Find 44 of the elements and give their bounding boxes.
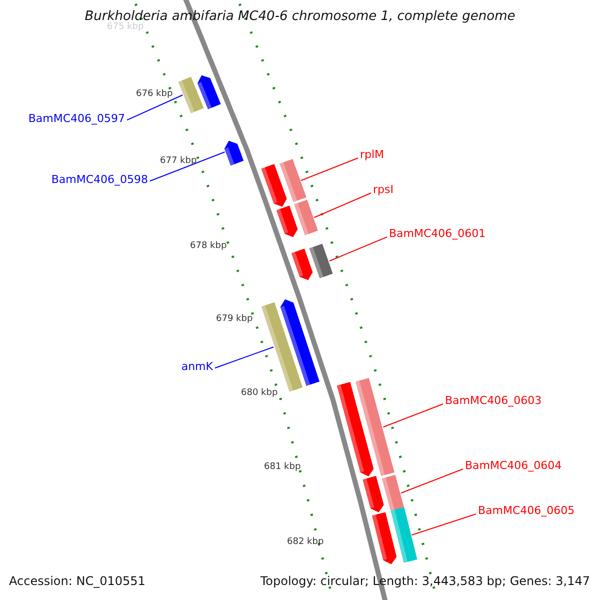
gene-bar [309, 244, 334, 278]
leader-line [328, 236, 388, 262]
gene-feature [362, 476, 386, 514]
leader-line [314, 192, 372, 218]
position-label: 678 kbp [190, 241, 227, 251]
position-label: 682 kbp [287, 537, 324, 547]
gene-feature [278, 297, 320, 386]
leader-line [382, 404, 444, 428]
gene-feature [276, 206, 300, 240]
gene-feature [372, 512, 398, 566]
gene-bar [279, 158, 306, 202]
gene-label: rpsI [373, 183, 394, 196]
gene-bar [294, 200, 318, 236]
position-label: 680 kbp [241, 388, 278, 398]
gene-label: BamMC406_0603 [445, 394, 542, 407]
gene-feature [222, 138, 244, 166]
leader-line [411, 514, 476, 536]
gene-label: rplM [360, 148, 384, 161]
position-label: 676 kbp [136, 89, 173, 99]
gene-feature [291, 248, 315, 282]
gene-feature [261, 164, 289, 210]
gene-label: BamMC406_0598 [51, 173, 148, 186]
gene-label: BamMC406_0597 [28, 112, 125, 125]
gene-feature [195, 72, 221, 110]
gene-label: anmK [181, 360, 213, 373]
gene-bar [382, 474, 404, 512]
gene-label: BamMC406_0605 [478, 504, 575, 517]
leader-line [400, 468, 464, 494]
leader-line [300, 158, 358, 181]
position-label: 681 kbp [264, 462, 301, 472]
gene-label: BamMC406_0601 [389, 227, 486, 240]
gene-bar [178, 76, 204, 114]
position-label: 679 kbp [216, 314, 253, 324]
gene-bar [390, 507, 418, 563]
leader-line [150, 152, 226, 182]
leader-line [126, 94, 184, 120]
footer-text: Accession: NC_010551 [9, 574, 146, 588]
gene-bar [356, 378, 395, 476]
position-label: 677 kbp [160, 156, 197, 166]
footer-text: Topology: circular; Length: 3,443,583 bp; Genes: 3,147 [260, 574, 590, 588]
gene-label: BamMC406_0604 [465, 459, 562, 472]
diagram-title: Burkholderia ambifaria MC40-6 chromosome 1, complete genome [84, 9, 516, 24]
gene-feature [336, 382, 376, 478]
leader-line [214, 346, 274, 368]
